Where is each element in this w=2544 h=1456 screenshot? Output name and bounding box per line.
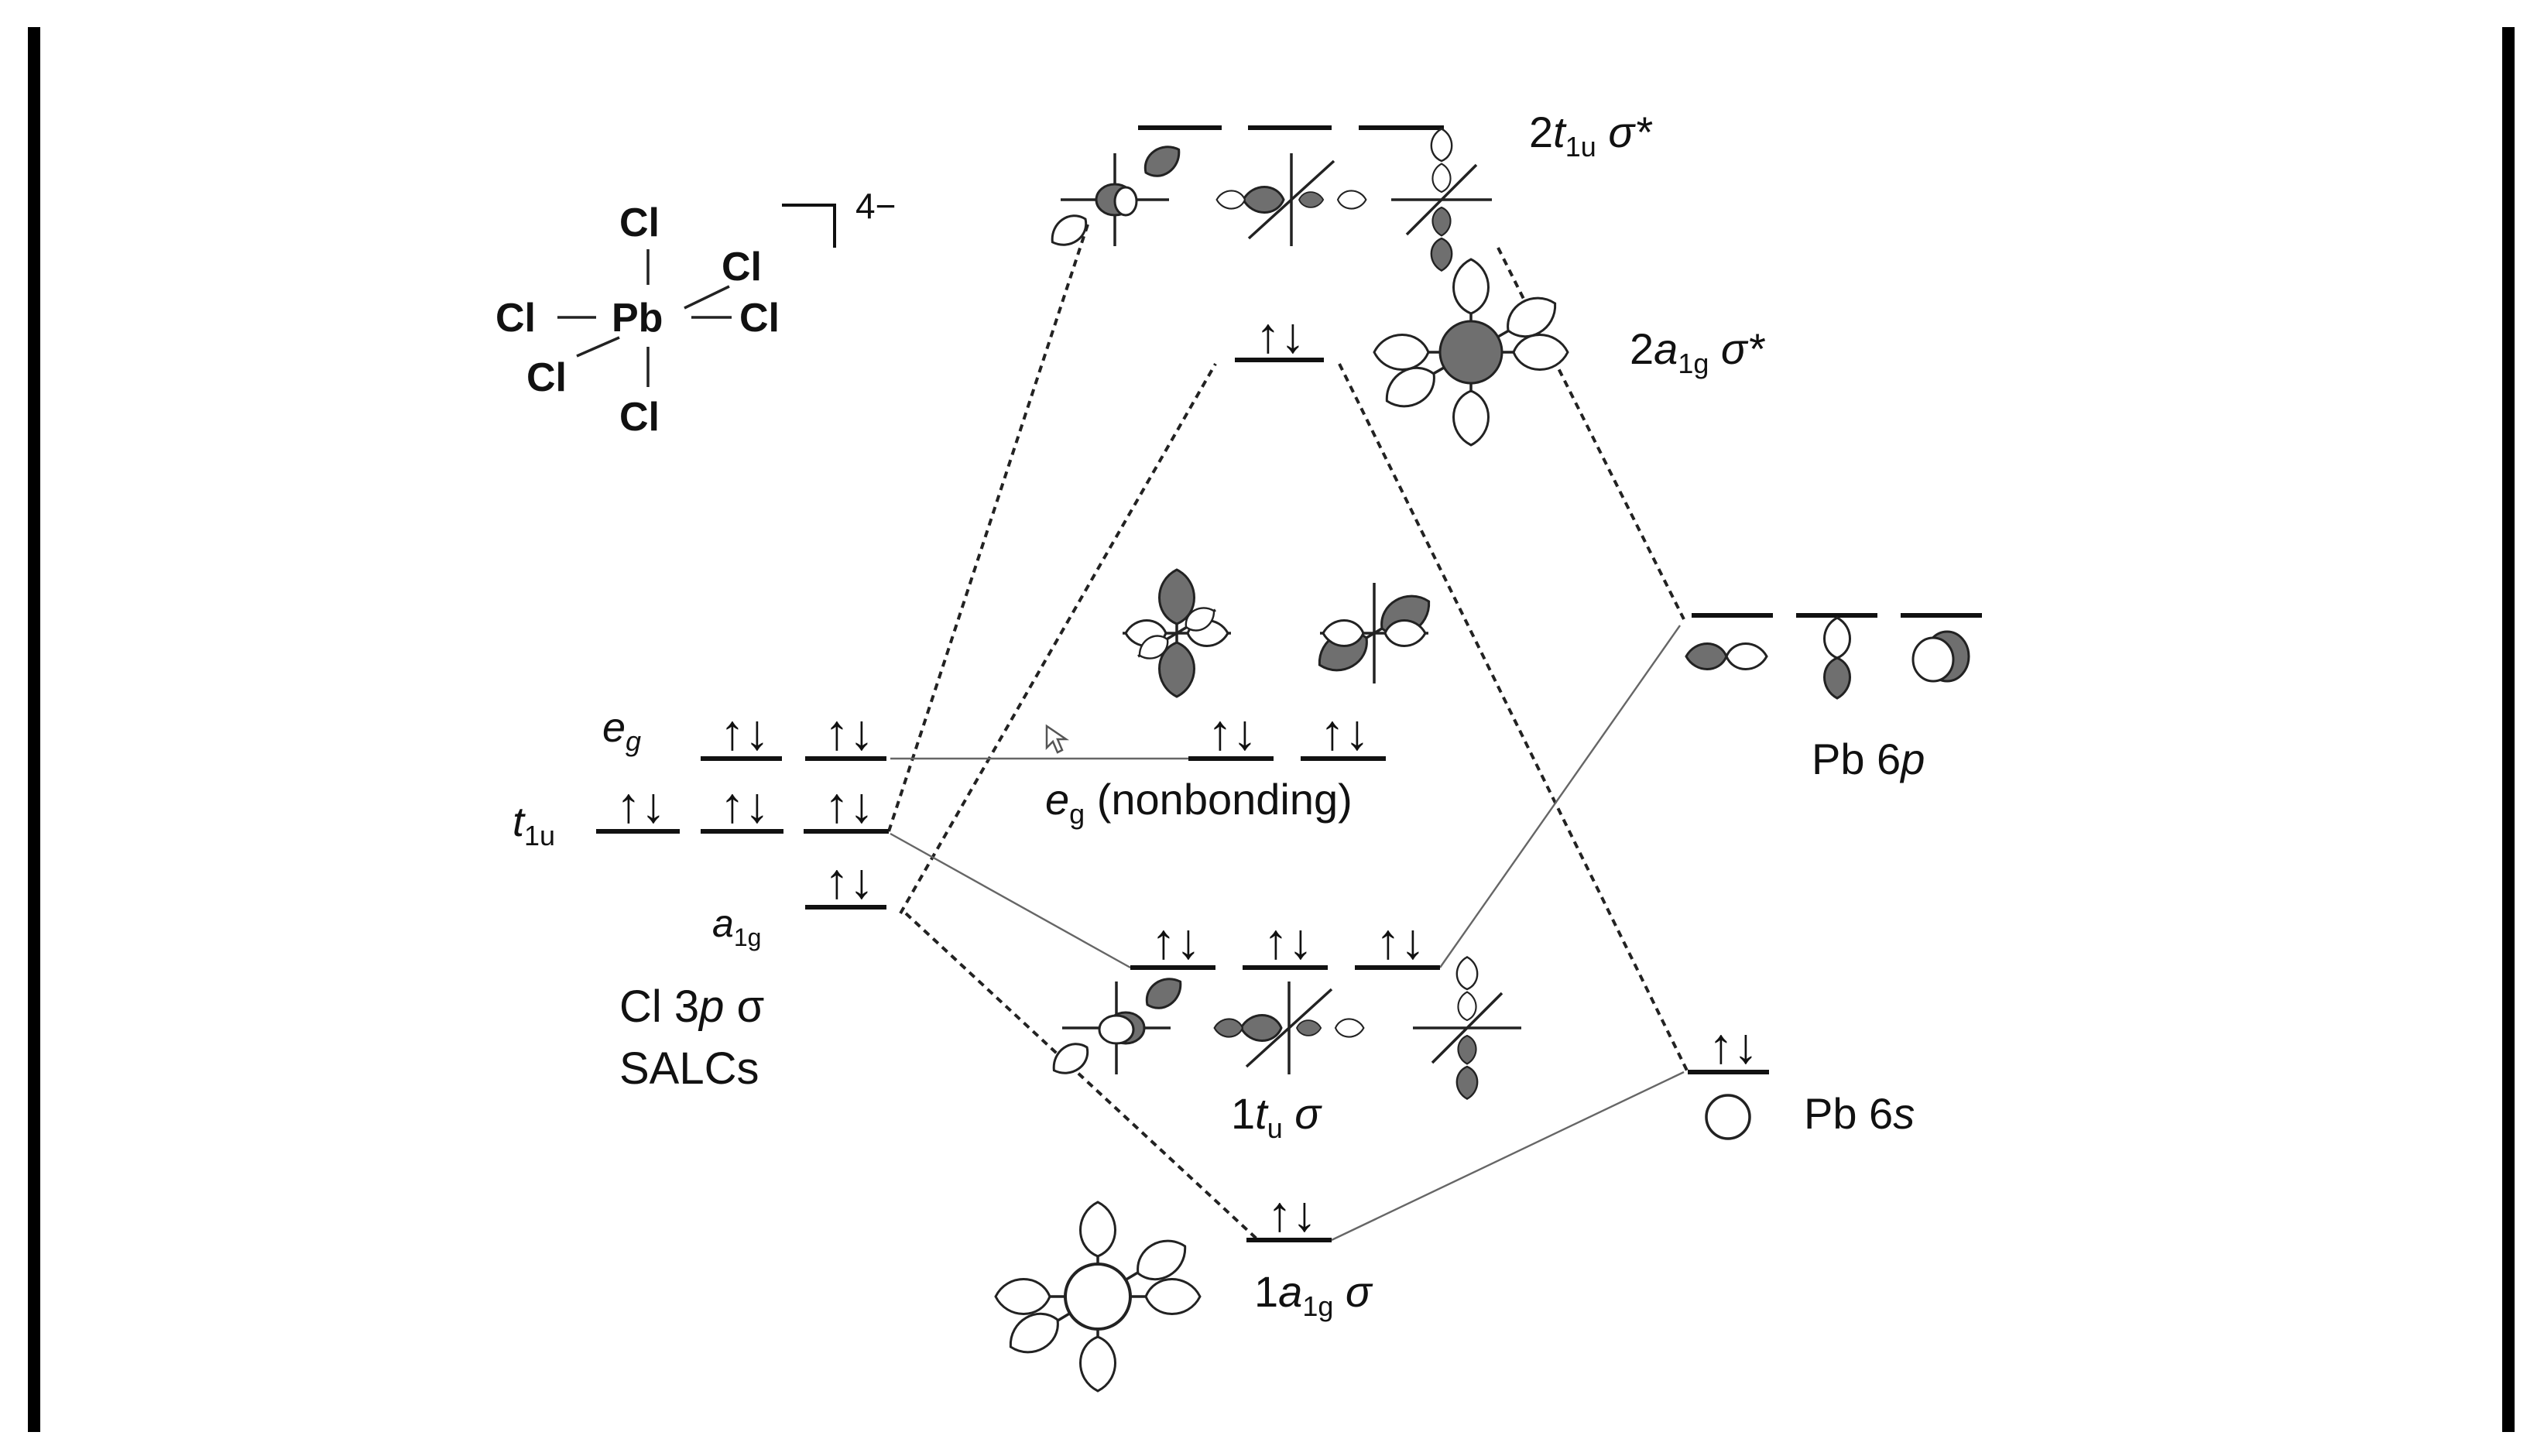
orbital-2t1u-star-a (1044, 138, 1188, 254)
ligand-cl-right: Cl (739, 296, 780, 341)
label-1t1u: 1tu σ (1231, 1089, 1322, 1144)
ligand-cl-bottom: Cl (619, 395, 660, 440)
label-a1g-salc: a1g (712, 902, 761, 951)
pbcl6-structure: Cl Cl Cl Pb Cl Cl Cl 4− (495, 186, 896, 440)
orbital-1t1u-a (1045, 970, 1189, 1082)
bond-lower-left (576, 336, 620, 358)
label-t1u-salc: t1u (513, 799, 555, 851)
line-pb6p-to-1t1u (1439, 625, 1681, 968)
ligand-cl-upper-right: Cl (722, 245, 762, 289)
bond-upper-right (684, 285, 730, 310)
title-salcs: SALCs (619, 1043, 759, 1094)
electron-pair: ↑↓ (1256, 307, 1305, 363)
mo-2a1g-antibonding: ↑↓ 2a1g σ* (1235, 307, 1766, 379)
cursor-icon (1045, 724, 1070, 754)
pb-6s-level: ↑↓ Pb 6s (1688, 1018, 1915, 1138)
label-eg-nonbonding: eg (nonbonding) (1045, 775, 1353, 830)
orbital-2t1u-star-b (1215, 153, 1367, 246)
ligand-cl-left: Cl (495, 296, 536, 341)
bracket (782, 204, 836, 248)
label-1a1g: 1a1g σ (1254, 1267, 1373, 1322)
electron-pair: ↑↓ (1376, 913, 1425, 969)
orbital-pb6p-z (1911, 630, 1970, 683)
cl-salc-labels: eg t1u a1g Cl 3p σ SALCs (513, 704, 764, 1094)
line-2a1g-to-pb6s (1338, 363, 1689, 1073)
mo-2t1u-antibonding: 2t1u σ* (1138, 108, 1653, 163)
electron-pair: ↑↓ (720, 704, 770, 760)
electron-pair: ↑↓ (1267, 1186, 1317, 1242)
electron-pair: ↑↓ (825, 853, 874, 909)
orbital-eg-nb-a (1123, 568, 1231, 698)
electron-pair: ↑↓ (1320, 704, 1370, 760)
mo-1a1g-bonding: ↑↓ 1a1g σ (1246, 1186, 1373, 1322)
title-cl-3p-sigma: Cl 3p σ (619, 982, 764, 1032)
label-2t1u-star: 2t1u σ* (1529, 108, 1653, 163)
ligand-cl-lower-left: Cl (526, 355, 567, 400)
electron-pair: ↑↓ (825, 777, 874, 833)
label-2a1g-star: 2a1g σ* (1630, 324, 1766, 379)
complex-charge: 4− (855, 186, 896, 226)
orbital-2a1g-star (1373, 258, 1569, 447)
cl-salc-electrons: ↑↓ ↑↓ ↑↓ ↑↓ ↑↓ ↑↓ (616, 704, 874, 909)
orbital-2t1u-star-c (1391, 128, 1492, 272)
electron-pair: ↑↓ (1709, 1018, 1758, 1074)
line-a1g-to-2a1g (899, 363, 1217, 914)
line-a1g-to-1a1g (904, 912, 1260, 1242)
label-pb-6s: Pb 6s (1804, 1089, 1915, 1138)
line-t1u-to-1t1u (890, 832, 1131, 969)
correlation-lines (887, 224, 1689, 1242)
central-atom-pb: Pb (612, 296, 663, 341)
electron-pair: ↑↓ (825, 704, 874, 760)
orbital-pb6s (1705, 1094, 1751, 1140)
orbital-1t1u-b (1213, 982, 1365, 1074)
orbital-pb6p-x (1685, 642, 1768, 670)
electron-pair: ↑↓ (1151, 913, 1201, 969)
line-pb6s-to-1a1g (1331, 1071, 1685, 1242)
cl-salc-levels (596, 756, 889, 910)
electron-pair: ↑↓ (1208, 704, 1257, 760)
electron-pair: ↑↓ (720, 777, 770, 833)
orbital-1a1g (994, 1201, 1202, 1393)
label-pb-6p: Pb 6p (1812, 735, 1925, 783)
mo-1t1u-bonding: ↑↓ ↑↓ ↑↓ 1tu σ (1130, 913, 1440, 1144)
orbital-eg-nb-b (1309, 583, 1439, 683)
label-eg-salc: eg (602, 704, 641, 757)
orbital-1t1u-c (1413, 956, 1521, 1100)
mo-eg-nonbonding: ↑↓ ↑↓ eg (nonbonding) (1045, 704, 1386, 830)
electron-pair: ↑↓ (1263, 913, 1313, 969)
orbital-pb6p-y (1823, 616, 1851, 700)
ligand-cl-top: Cl (619, 200, 660, 245)
pb-6p-levels: Pb 6p (1692, 613, 1982, 783)
electron-pair: ↑↓ (616, 777, 666, 833)
